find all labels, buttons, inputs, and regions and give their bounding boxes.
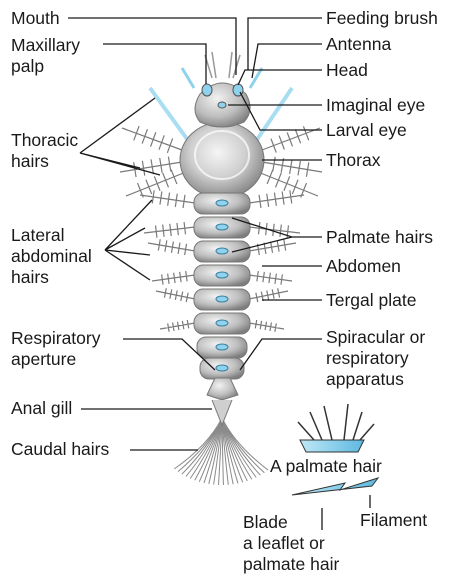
anal-segment [207, 378, 238, 400]
label-antenna: Antenna [326, 34, 391, 55]
label-a-palmate-hair: A palmate hair [270, 456, 382, 477]
thorax-shape [180, 122, 264, 198]
label-imaginal-eye: Imaginal eye [326, 95, 425, 116]
tergal-plate-mark [216, 320, 228, 326]
tergal-plate-mark [216, 365, 228, 371]
label-spiracular-apparatus: Spiracular or respiratory apparatus [326, 327, 425, 390]
tergal-plate-mark [216, 344, 228, 350]
label-thorax: Thorax [326, 150, 380, 171]
feeding-brush-art [205, 52, 240, 78]
label-lateral-abdominal-hairs: Lateral abdominal hairs [11, 225, 92, 288]
label-head: Head [326, 60, 368, 81]
label-abdomen: Abdomen [326, 256, 401, 277]
anal-gill-art [212, 400, 232, 425]
label-feeding-brush: Feeding brush [326, 8, 438, 29]
tergal-plate-mark [216, 296, 228, 302]
tergal-plate-mark [216, 200, 228, 206]
tergal-plate-mark [216, 248, 228, 254]
label-palmate-hairs: Palmate hairs [326, 227, 433, 248]
label-tergal-plate: Tergal plate [326, 290, 416, 311]
tergal-plate-mark [216, 272, 228, 278]
label-blade: Blade a leaflet or palmate hair [243, 512, 339, 575]
caudal-hairs-art [174, 418, 268, 485]
label-respiratory-aperture: Respiratory aperture [11, 328, 100, 370]
label-larval-eye: Larval eye [326, 120, 407, 141]
label-maxillary-palp: Maxillary palp [11, 35, 80, 77]
label-mouth: Mouth [11, 8, 60, 29]
tergal-plate-mark [216, 224, 228, 230]
label-anal-gill: Anal gill [11, 398, 72, 419]
label-caudal-hairs: Caudal hairs [11, 439, 109, 460]
larval-eye-left [202, 84, 212, 96]
label-filament: Filament [360, 510, 427, 531]
label-thoracic-hairs: Thoracic hairs [11, 130, 78, 172]
palmate-hair-inset [292, 404, 378, 495]
imaginal-eye [218, 102, 226, 108]
